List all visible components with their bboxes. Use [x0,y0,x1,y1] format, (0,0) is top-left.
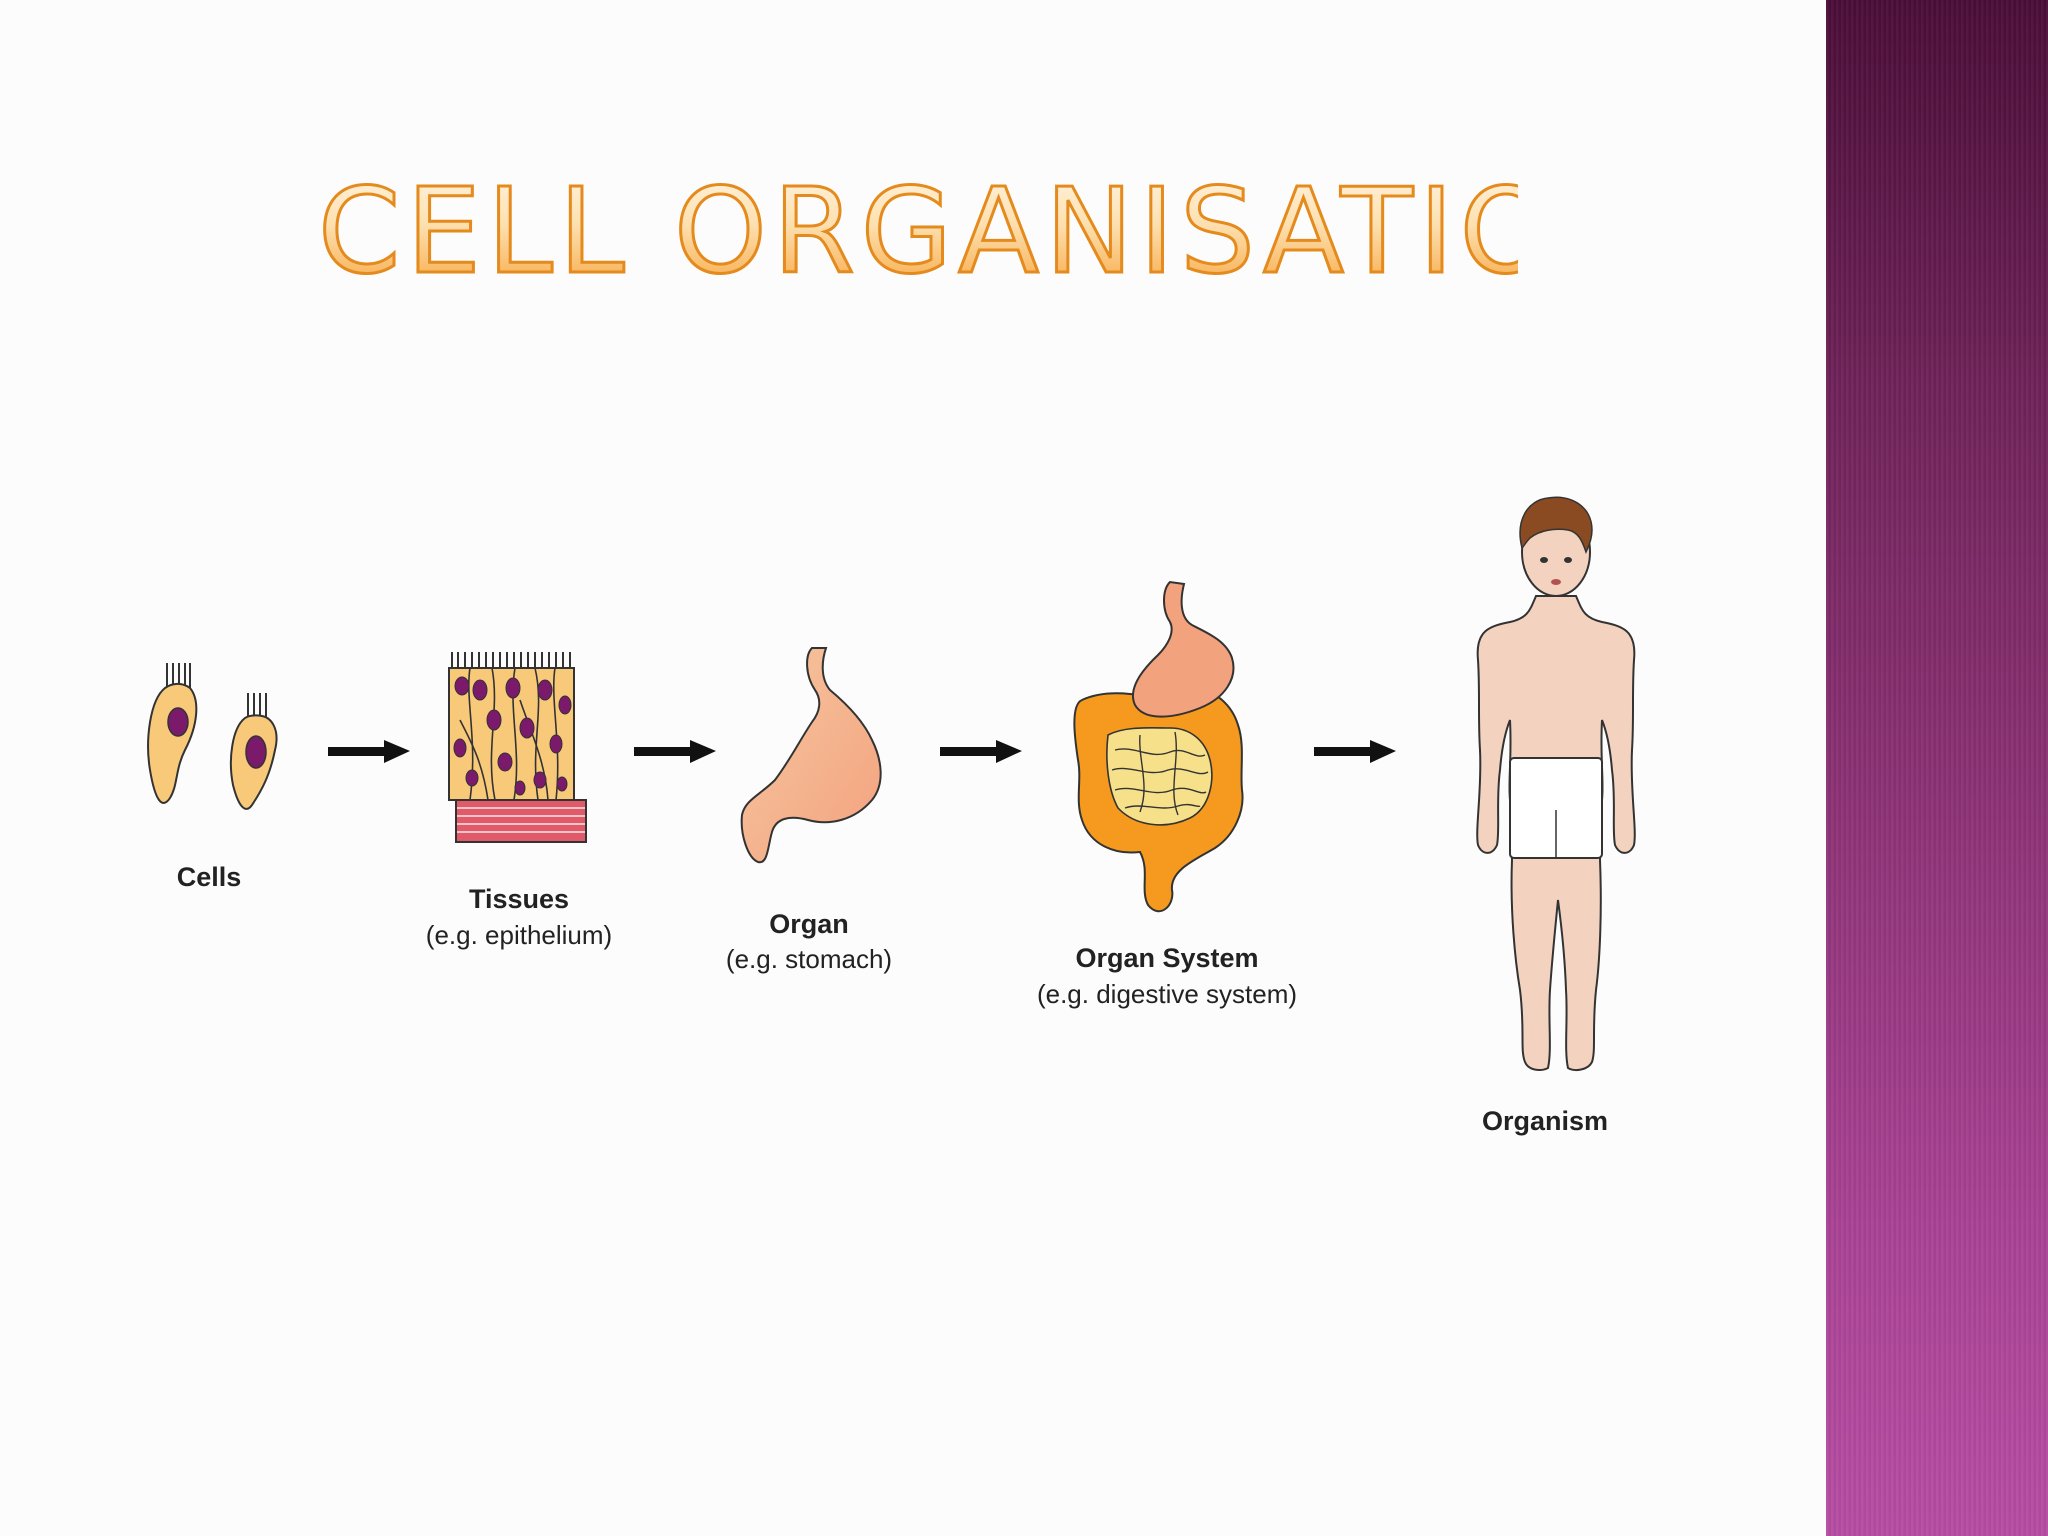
cell-shape [147,682,198,804]
right-arrow-icon [328,740,410,763]
slide-title-text: CELL ORGANISATION [318,168,1518,298]
right-arrow-icon [940,740,1022,763]
right-arrow-icon [1314,740,1396,763]
stage-example-organ: (e.g. stomach) [726,944,892,974]
cell-organisation-diagram: Cells [147,496,1636,1136]
digestive-system-illustration [1073,580,1244,913]
stage-label-organ-system: Organ System [1075,943,1258,973]
slide-title: CELL ORGANISATION [318,168,1518,298]
stage-label-organ: Organ [769,909,849,939]
right-arrow-icon [634,740,716,763]
stage-example-organ-system: (e.g. digestive system) [1037,979,1297,1009]
tissue-illustration [448,652,587,843]
stomach-illustration [740,647,882,864]
human-figure-illustration [1476,496,1636,1071]
nucleus-shape [167,707,189,737]
nucleus-shape [245,735,267,769]
hair-shape [1519,496,1593,554]
stage-label-organism: Organism [1482,1106,1608,1136]
stage-example-tissues: (e.g. epithelium) [426,920,612,950]
stage-label-cells: Cells [177,862,242,892]
stage-label-tissues: Tissues [469,884,569,914]
cells-illustration [147,663,278,810]
decorative-side-band [1826,0,2048,1536]
